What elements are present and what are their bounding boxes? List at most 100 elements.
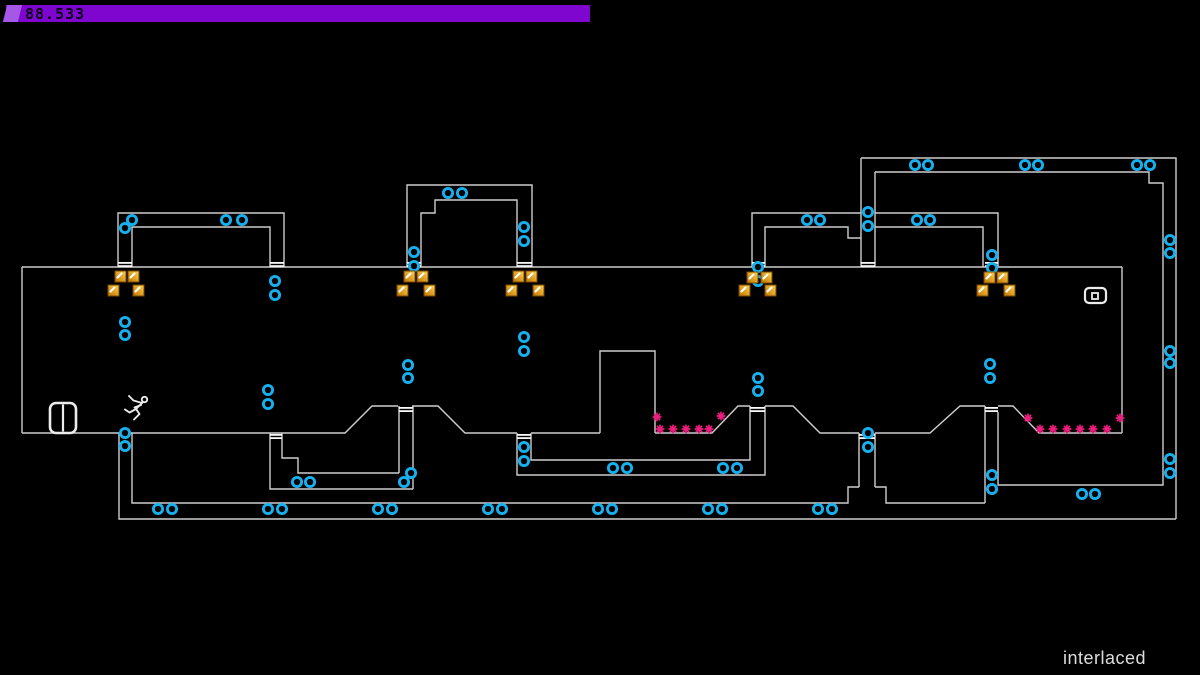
- mine: [517, 220, 531, 234]
- gold-shine: [766, 286, 773, 293]
- door-marker: [517, 262, 532, 264]
- level-wall: [751, 212, 861, 267]
- mine: [495, 502, 509, 516]
- mine: [1163, 452, 1177, 466]
- level-wall: [117, 212, 285, 267]
- gold-shine: [116, 272, 123, 279]
- mine: [923, 213, 937, 227]
- gold-piece: [396, 284, 409, 297]
- mine: [813, 213, 827, 227]
- gold-shine: [109, 286, 116, 293]
- ninja-limb: [128, 395, 143, 404]
- door-marker: [118, 262, 132, 264]
- mine: [861, 205, 875, 219]
- mine: [455, 186, 469, 200]
- mine: [1031, 158, 1045, 172]
- level-wall: [412, 405, 517, 434]
- door-marker: [118, 265, 132, 267]
- pink-mine-core: [719, 414, 723, 418]
- mine: [591, 502, 605, 516]
- mine: [165, 502, 179, 516]
- level-wall: [599, 350, 656, 433]
- level-wall: [22, 405, 398, 434]
- level-wall: [406, 184, 533, 267]
- mine: [275, 502, 289, 516]
- level-wall: [875, 226, 984, 267]
- mine: [118, 221, 132, 235]
- mine: [908, 158, 922, 172]
- pink-mine-core: [1105, 427, 1109, 431]
- gold-shine: [405, 272, 412, 279]
- ninja-limb: [133, 404, 142, 409]
- gold-shine: [129, 272, 136, 279]
- mine: [1163, 356, 1177, 370]
- pink-mine-core: [1091, 427, 1095, 431]
- exit-switch: [1083, 286, 1108, 305]
- mine: [861, 219, 875, 233]
- gold-shine: [978, 286, 985, 293]
- level-wall: [875, 405, 985, 434]
- mine: [407, 245, 421, 259]
- door-marker: [861, 265, 875, 267]
- level-wall: [131, 433, 859, 504]
- gold-piece: [983, 271, 996, 284]
- mine: [385, 502, 399, 516]
- gold-piece: [1003, 284, 1016, 297]
- score-bar: 88.533: [2, 5, 590, 23]
- level-wall: [861, 157, 1177, 519]
- mine: [401, 358, 415, 372]
- mine: [441, 186, 455, 200]
- mine: [303, 475, 317, 489]
- mine: [606, 461, 620, 475]
- mine: [985, 482, 999, 496]
- pink-mine-core: [1078, 427, 1082, 431]
- level-wall: [875, 171, 1164, 486]
- door-marker: [270, 265, 284, 267]
- door-marker: [399, 407, 413, 409]
- pink-mine-core: [671, 427, 675, 431]
- gold-piece: [505, 284, 518, 297]
- mine: [1018, 158, 1032, 172]
- mine: [811, 502, 825, 516]
- mine: [1088, 487, 1102, 501]
- mine: [404, 466, 418, 480]
- level-wall: [269, 433, 413, 490]
- level-wall: [875, 212, 999, 267]
- gold-piece: [525, 270, 538, 283]
- mine: [620, 461, 634, 475]
- mine: [261, 397, 275, 411]
- mine: [861, 426, 875, 440]
- mine: [118, 426, 132, 440]
- gold-shine: [398, 286, 405, 293]
- ninja-limb: [133, 408, 141, 421]
- mine: [517, 454, 531, 468]
- mine: [517, 344, 531, 358]
- level-wall: [516, 406, 766, 476]
- mine: [118, 439, 132, 453]
- mine: [481, 502, 495, 516]
- gold-shine: [134, 286, 141, 293]
- door-marker: [517, 434, 531, 436]
- gold-piece: [512, 270, 525, 283]
- mine: [1075, 487, 1089, 501]
- score-text: 88.533: [25, 5, 86, 23]
- pink-mine-core: [1038, 427, 1042, 431]
- gold-piece: [746, 271, 759, 284]
- gold-piece: [764, 284, 777, 297]
- mine: [407, 259, 421, 273]
- door-marker: [399, 410, 413, 412]
- mine: [517, 234, 531, 248]
- mine: [1163, 233, 1177, 247]
- mine: [151, 502, 165, 516]
- gold-shine: [534, 286, 541, 293]
- mine: [983, 371, 997, 385]
- gold-piece: [403, 270, 416, 283]
- mine: [985, 248, 999, 262]
- mine: [261, 383, 275, 397]
- mine: [219, 213, 233, 227]
- mine: [701, 502, 715, 516]
- gold-shine: [507, 286, 514, 293]
- pink-mine-core: [655, 415, 659, 419]
